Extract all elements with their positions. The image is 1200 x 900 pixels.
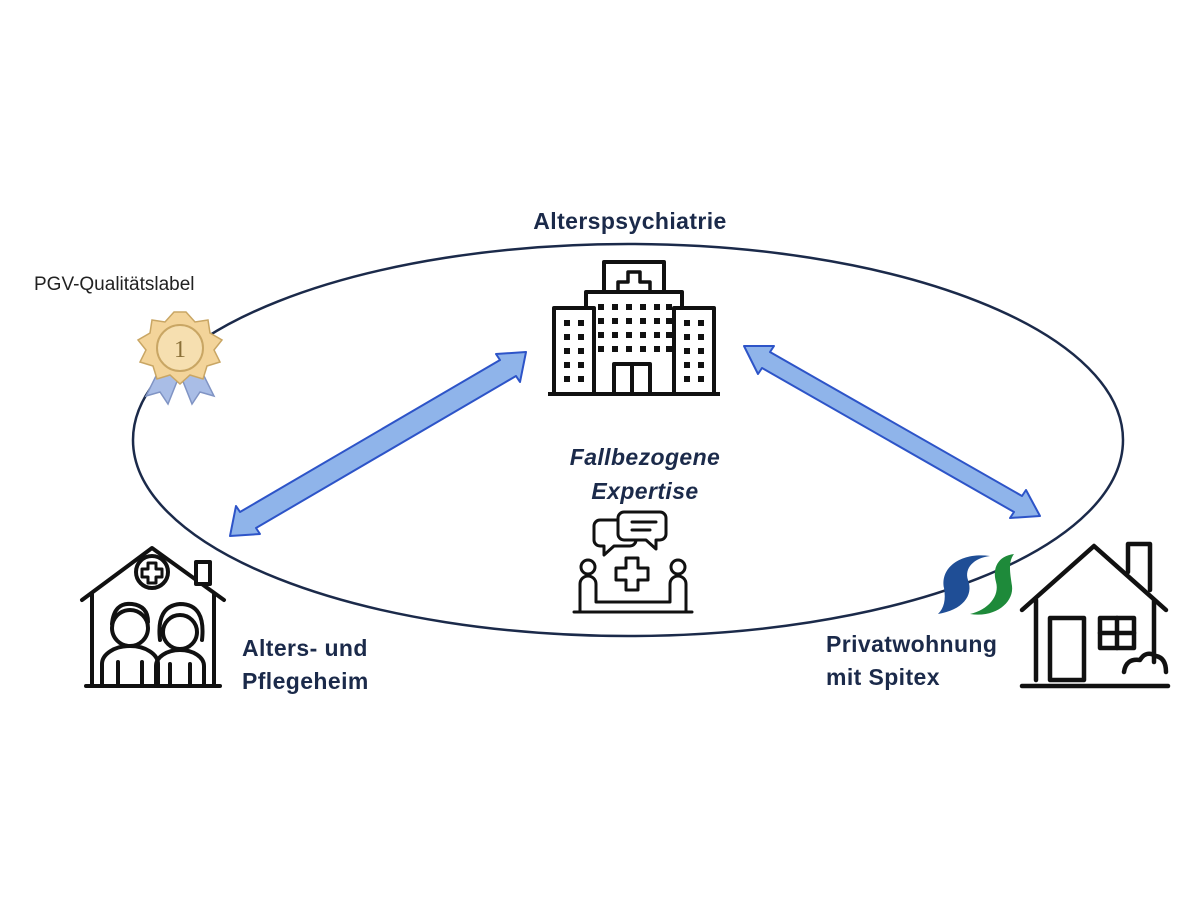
node-label-privatwohnung-line2: mit Spitex bbox=[826, 664, 940, 690]
center-label-line2: Expertise bbox=[591, 478, 699, 504]
hospital-windows bbox=[564, 304, 704, 382]
node-label-privatwohnung: Privatwohnung mit Spitex bbox=[826, 628, 997, 694]
center-label-line1: Fallbezogene bbox=[569, 444, 721, 470]
hospital-icon bbox=[548, 260, 720, 396]
center-label-expertise: Fallbezogene Expertise bbox=[520, 440, 770, 508]
node-label-pflegeheim-line1: Alters- und bbox=[242, 635, 368, 661]
house-icon bbox=[1019, 541, 1171, 689]
arrow-carehome-psychiatry bbox=[229, 351, 527, 537]
quality-label-text: PGV-Qualitätslabel bbox=[34, 274, 195, 295]
arrow-psychiatry-home bbox=[743, 345, 1041, 519]
consultation-icon bbox=[572, 510, 694, 614]
care-home-elderly-icon bbox=[80, 546, 226, 688]
spitex-logo bbox=[938, 554, 1014, 615]
node-label-pflegeheim-line2: Pflegeheim bbox=[242, 668, 369, 694]
award-badge-number: 1 bbox=[174, 337, 186, 363]
node-label-privatwohnung-line1: Privatwohnung bbox=[826, 631, 998, 657]
award-rosette-icon: 1 bbox=[136, 311, 224, 406]
node-label-alterspsychiatrie: Alterspsychiatrie bbox=[533, 208, 727, 234]
node-label-pflegeheim: Alters- und Pflegeheim bbox=[242, 632, 369, 698]
care-network-ellipse bbox=[131, 242, 1125, 638]
